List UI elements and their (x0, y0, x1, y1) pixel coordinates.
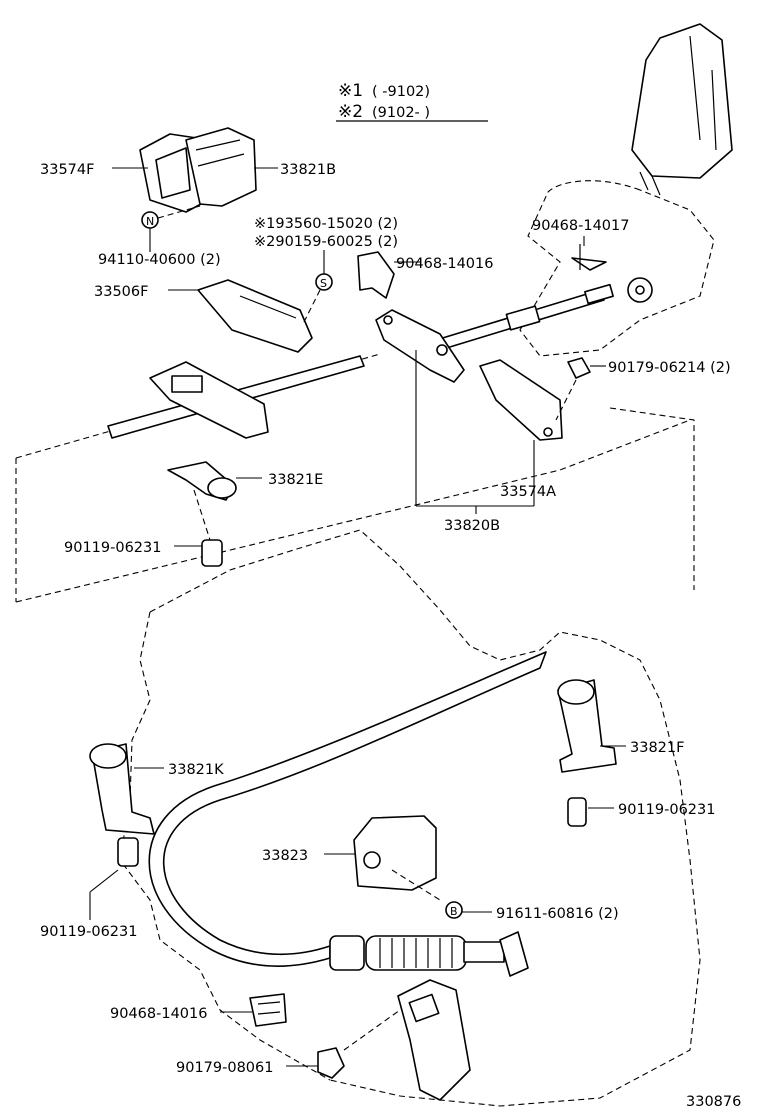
bolt-90119-top (201, 539, 223, 567)
cable-end-fitting (499, 931, 529, 977)
cable-boot-ribs (379, 938, 453, 968)
cable-ferrule (329, 935, 365, 971)
shift-cable-main (148, 651, 547, 967)
linkage-cables (107, 277, 653, 439)
part-90468-14016-top (357, 251, 395, 299)
dash-trans-outline-right (149, 529, 701, 1107)
part-33574A (479, 359, 563, 441)
part-33506F (197, 279, 313, 353)
label-33506F: 33506F (94, 284, 148, 300)
lower-parts: B (89, 651, 617, 1101)
label-33821K: 33821K (168, 762, 224, 778)
label-90179-08061: 90179-08061 (176, 1060, 274, 1076)
select-cable-clamp (171, 375, 203, 393)
legend-range-2: (9102- ) (372, 105, 430, 121)
cable-sleeve (505, 305, 541, 331)
legend-mark-1: ※1 (338, 81, 363, 101)
cable-rod-end (463, 941, 505, 963)
label-90159-60025: ※290159-60025 (2) (254, 234, 398, 250)
cable-sleeve-2 (584, 283, 614, 305)
label-94110-40600: 94110-40600 (2) (98, 252, 221, 268)
part-33821F-ring (557, 679, 595, 705)
n-leader-dash (157, 205, 201, 219)
dash-box-right (609, 407, 695, 590)
diagram-id: 330876 (686, 1094, 741, 1110)
label-90468-14016-bottom: 90468-14016 (110, 1006, 208, 1022)
part-33821K-ring (89, 743, 127, 769)
clip-bottom-lines (257, 1001, 281, 1015)
label-90179-06214: 90179-06214 (2) (608, 360, 731, 376)
label-33821F: 33821F (630, 740, 684, 756)
part-33574F-window (155, 147, 191, 199)
nut-bottom-dash (343, 1009, 401, 1051)
label-33821B: 33821B (280, 162, 336, 178)
label-33823: 33823 (262, 848, 308, 864)
shift-lever (631, 23, 733, 196)
callout-n: N (146, 215, 154, 228)
nut-leader-dash (555, 379, 577, 421)
label-90119-06231-top: 90119-06231 (64, 540, 162, 556)
dash-trans-outline-left (119, 611, 331, 1081)
cable-eye-hole (635, 285, 645, 295)
label-33821E: 33821E (268, 472, 323, 488)
callout-b-circle (445, 901, 463, 919)
upper-parts: N S (139, 127, 607, 567)
part-labels: 33574F 33821B 94110-40600 (2) ※193560-15… (40, 162, 741, 1110)
bolt-90119-left (117, 837, 139, 867)
label-90468-14016-top: 90468-14016 (396, 256, 494, 272)
label-33574F: 33574F (40, 162, 94, 178)
label-33820B: 33820B (444, 518, 500, 534)
cable-mount-slot (408, 993, 440, 1023)
dash-shifter-housing (519, 180, 715, 357)
part-33821B-ribs (195, 139, 245, 167)
part-33574A-hole (543, 427, 553, 437)
shift-lever-shaft (639, 171, 661, 196)
legend-range-1: ( -9102) (372, 84, 430, 100)
part-33821E-ring (207, 477, 237, 499)
s-leader-dash (303, 289, 321, 323)
lever-hole-2 (436, 344, 448, 356)
dashed-outlines (15, 180, 715, 1107)
label-90119-06231-left: 90119-06231 (40, 924, 138, 940)
callout-s: S (320, 277, 327, 290)
bolt-top-dash (193, 489, 211, 541)
label-90119-06231-right: 90119-06231 (618, 802, 716, 818)
bolt-90119-right (567, 797, 587, 827)
label-93560-15020: ※193560-15020 (2) (254, 216, 398, 232)
shift-knob-ribs (689, 35, 717, 151)
select-cable-bracket (149, 361, 269, 439)
part-33506F-edge (239, 295, 297, 319)
leader-lines (89, 167, 626, 1067)
part-33820B-lever (375, 309, 465, 383)
cable-mount-bracket (397, 979, 471, 1101)
label-90468-14017: 90468-14017 (532, 218, 630, 234)
shift-knob (631, 23, 733, 179)
legend: ※1 ( -9102) ※2 (9102- ) (336, 81, 488, 122)
lever-hole-1 (383, 315, 393, 325)
dash-box-bottom (15, 419, 691, 603)
callout-b: B (450, 905, 458, 918)
label-91611-60816: 91611-60816 (2) (496, 906, 619, 922)
part-33821B (185, 127, 257, 207)
label-33574A: 33574A (500, 484, 556, 500)
part-90179-08061 (317, 1047, 345, 1079)
part-90179-06214 (567, 357, 591, 379)
part-90468-14017 (571, 257, 607, 271)
part-90468-14016-bottom (249, 993, 287, 1027)
part-33823-hole (363, 851, 381, 869)
legend-mark-2: ※2 (338, 102, 363, 122)
part-33823 (353, 815, 437, 891)
